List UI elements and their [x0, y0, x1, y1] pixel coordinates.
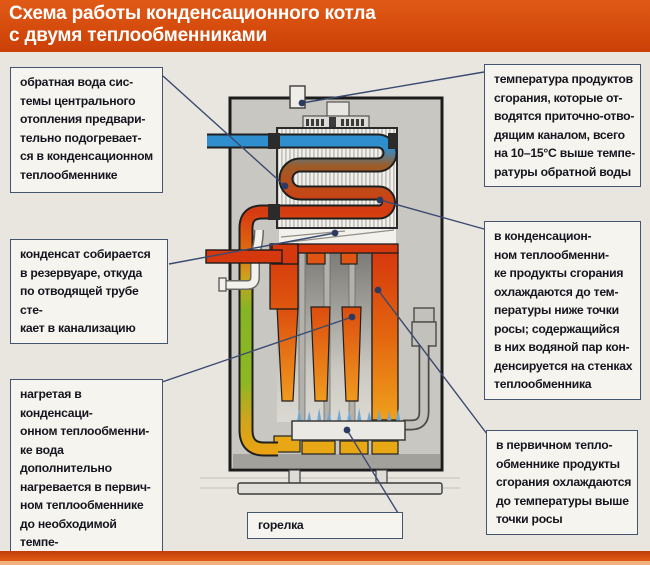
hx-right-rail: [371, 251, 399, 421]
hx-fin-wedge: [341, 306, 362, 402]
pipe-collars: [268, 133, 398, 220]
leader-return-water: [162, 75, 286, 187]
callout-heated-water: нагретая в конденсаци- онном теплообменн…: [10, 379, 163, 565]
leader-condensate: [168, 232, 336, 265]
leader-dots: [281, 99, 384, 434]
callout-return-water: обратная вода сис- темы центрального ото…: [10, 67, 163, 193]
hx-top-manifold: [269, 243, 399, 254]
hx-column-top: [306, 252, 326, 265]
leader-condensing-hx: [379, 199, 485, 230]
burner-flames: [297, 408, 401, 421]
title-bar: Схема работы конденсационного котла с дв…: [0, 0, 650, 52]
page-title-line2: с двумя теплообменниками: [9, 25, 267, 46]
callout-flue-gas-temperature: температура продуктов сгорания, которые …: [484, 64, 641, 187]
hx-column-top: [340, 252, 358, 265]
condensate-drain-pipe: [218, 229, 264, 292]
gas-valve: [403, 307, 437, 431]
leader-flue-temperature: [301, 71, 485, 104]
fan-blades: [306, 117, 364, 128]
primary-heat-exchanger: [269, 243, 399, 423]
hx-fin-wedge: [310, 306, 331, 402]
serpentine-coil: [207, 133, 398, 457]
leader-primary-hx: [377, 289, 488, 435]
page-title-line1: Схема работы конденсационного котла: [9, 3, 376, 24]
base-plate: [237, 482, 443, 495]
leader-heated-water: [161, 316, 353, 383]
callout-primary-heat-exchanger: в первичном тепло- обменнике продукты сг…: [486, 430, 638, 535]
leader-burner: [346, 429, 399, 514]
callout-condensing-heat-exchanger: в конденсацион- ном теплообменни- ке про…: [484, 221, 641, 400]
callout-burner: горелка: [247, 512, 403, 539]
boiler-leg: [288, 469, 301, 484]
casing-bottom-band: [233, 454, 440, 468]
leader-lines: [161, 71, 488, 514]
callout-condensate: конденсат собирается в резервуаре, откуд…: [10, 239, 168, 344]
bottom-accent-bar: [0, 551, 650, 561]
bottom-accent-bar-light: [0, 561, 650, 565]
fan-housing: [326, 101, 350, 118]
